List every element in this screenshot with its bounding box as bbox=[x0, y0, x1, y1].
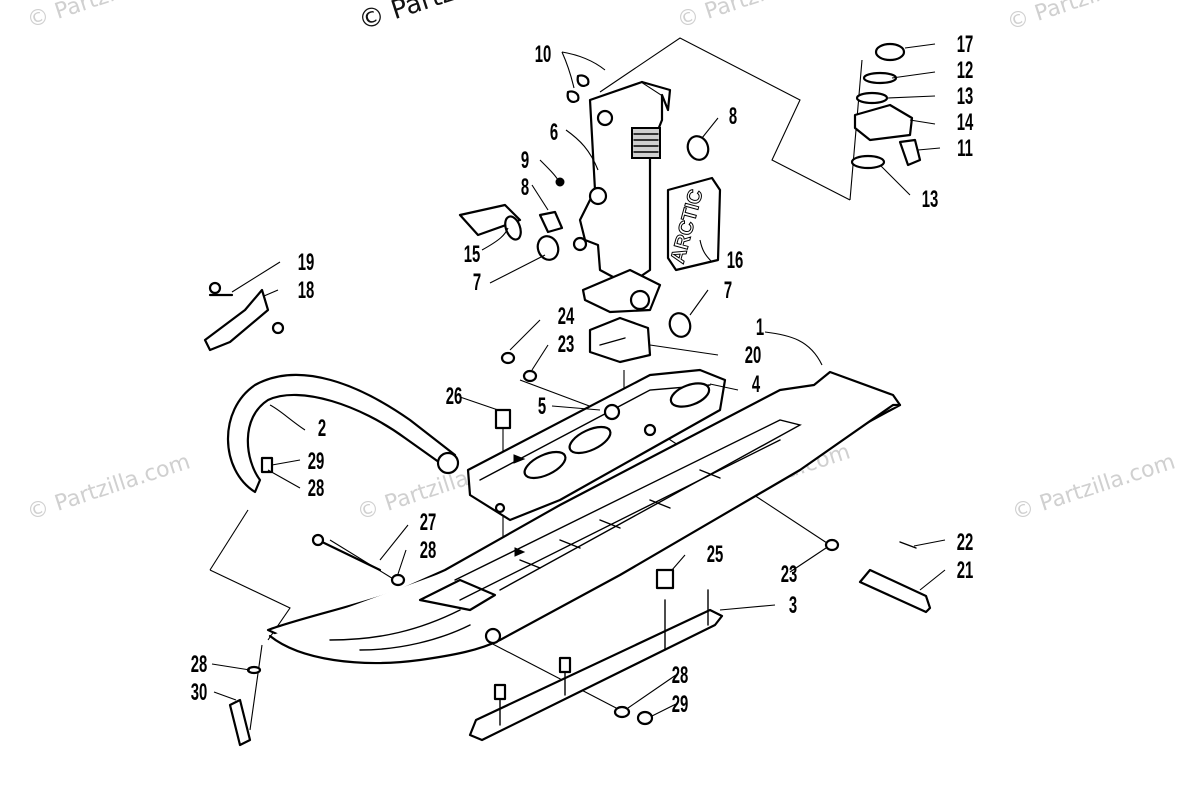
callout-23: 23 bbox=[781, 562, 798, 588]
callout-8: 8 bbox=[729, 104, 737, 130]
spindle: ARCTIC bbox=[566, 74, 722, 314]
callout-16: 16 bbox=[727, 248, 744, 274]
copyright-text: © Partzilla.com bbox=[355, 0, 555, 37]
callout-29: 29 bbox=[308, 449, 325, 475]
callout-28: 28 bbox=[191, 652, 208, 678]
saddle-bracket bbox=[466, 368, 727, 522]
callout-1: 1 bbox=[756, 315, 764, 341]
callout-9: 9 bbox=[521, 148, 529, 174]
callout-6: 6 bbox=[550, 120, 558, 146]
callout-leaders bbox=[211, 43, 946, 717]
ski bbox=[266, 370, 902, 665]
ski-loop bbox=[227, 373, 460, 494]
callout-20: 20 bbox=[745, 343, 762, 369]
watermark: © Partzilla.com bbox=[674, 0, 843, 34]
callout-14: 14 bbox=[957, 110, 974, 136]
callout-12: 12 bbox=[957, 58, 974, 84]
callout-21: 21 bbox=[957, 558, 974, 584]
callout-15: 15 bbox=[464, 242, 481, 268]
callout-13: 13 bbox=[922, 187, 939, 213]
callout-27: 27 bbox=[420, 510, 437, 536]
callout-4: 4 bbox=[752, 372, 760, 398]
watermark: © Partzilla.com bbox=[24, 0, 193, 34]
callout-11: 11 bbox=[957, 136, 973, 162]
callout-25: 25 bbox=[707, 542, 724, 568]
wear-bar bbox=[468, 589, 724, 742]
callout-5: 5 bbox=[538, 394, 546, 420]
watermark: © Partzilla.com bbox=[24, 449, 193, 525]
callout-19: 19 bbox=[298, 250, 315, 276]
watermark: © Partzilla.com bbox=[1009, 449, 1178, 525]
fasteners bbox=[208, 281, 932, 747]
callout-8: 8 bbox=[521, 175, 529, 201]
callout-7: 7 bbox=[473, 270, 481, 296]
callout-3: 3 bbox=[789, 593, 797, 619]
callout-30: 30 bbox=[191, 680, 208, 706]
callout-13: 13 bbox=[957, 84, 974, 110]
callout-26: 26 bbox=[446, 384, 463, 410]
assembly-guide-lines bbox=[209, 37, 863, 731]
callout-28: 28 bbox=[420, 538, 437, 564]
bushings bbox=[458, 135, 710, 364]
callout-29: 29 bbox=[672, 692, 689, 718]
watermark: © Partzilla.com bbox=[1004, 0, 1173, 36]
callout-labels: 1 2 3 4 5 6 7 7 8 8 9 10 11 12 13 13 14 … bbox=[191, 32, 974, 718]
callout-28: 28 bbox=[308, 476, 325, 502]
callout-2: 2 bbox=[318, 416, 326, 442]
callout-18: 18 bbox=[298, 278, 315, 304]
callout-17: 17 bbox=[957, 32, 974, 58]
callout-24: 24 bbox=[558, 304, 575, 330]
callout-7: 7 bbox=[724, 278, 732, 304]
callout-10: 10 bbox=[535, 42, 552, 68]
ski-bumper-bracket bbox=[203, 288, 285, 352]
callout-22: 22 bbox=[957, 530, 974, 556]
callout-23: 23 bbox=[558, 332, 575, 358]
callout-28: 28 bbox=[672, 663, 689, 689]
spindle-top-hardware bbox=[850, 42, 922, 170]
